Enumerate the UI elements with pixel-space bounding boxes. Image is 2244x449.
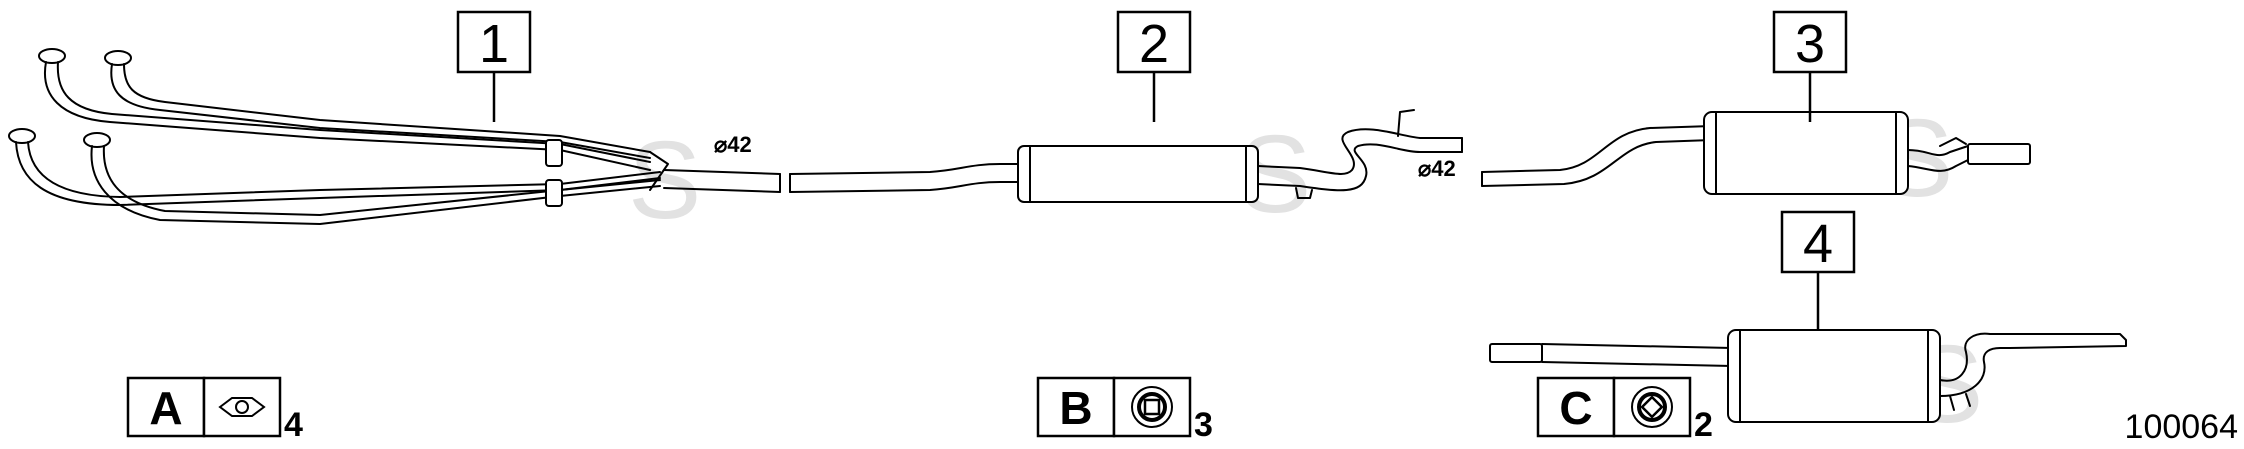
callout-label: 2 <box>1139 14 1169 74</box>
flange-gasket-icon <box>218 397 266 417</box>
legend-letter: C <box>1559 382 1592 434</box>
legend-letter: B <box>1059 382 1092 434</box>
part-3-rear-silencer <box>1481 111 2031 195</box>
part-4-rear-silencer <box>1489 329 2127 423</box>
callout-4: 4 <box>1780 210 1856 330</box>
legend-qty: 3 <box>1194 406 1213 444</box>
legend-letter: A <box>149 382 182 434</box>
rubber-mount-icon <box>1131 386 1173 428</box>
legend-qty: 4 <box>284 406 303 444</box>
dimension-label-2: ⌀42 <box>1418 156 1456 181</box>
part-2-centre-silencer <box>789 109 1463 203</box>
dimension-label-1: ⌀42 <box>714 132 752 157</box>
legend-item-a: A 4 <box>126 376 303 444</box>
callout-1: 1 <box>456 10 532 122</box>
callout-3: 3 <box>1772 10 1848 122</box>
flange-icon <box>8 48 132 148</box>
callout-label: 4 <box>1803 214 1833 274</box>
legend-item-c: C 2 <box>1536 376 1713 444</box>
part-1-front-pipe <box>8 48 781 225</box>
callout-label: 1 <box>479 14 509 74</box>
callout-2: 2 <box>1116 10 1192 122</box>
legend-item-b: B 3 <box>1036 376 1213 444</box>
clamp-ring-icon <box>1631 386 1673 428</box>
reference-number: 100064 <box>2125 408 2238 446</box>
callout-label: 3 <box>1795 14 1825 74</box>
legend-qty: 2 <box>1694 406 1713 444</box>
